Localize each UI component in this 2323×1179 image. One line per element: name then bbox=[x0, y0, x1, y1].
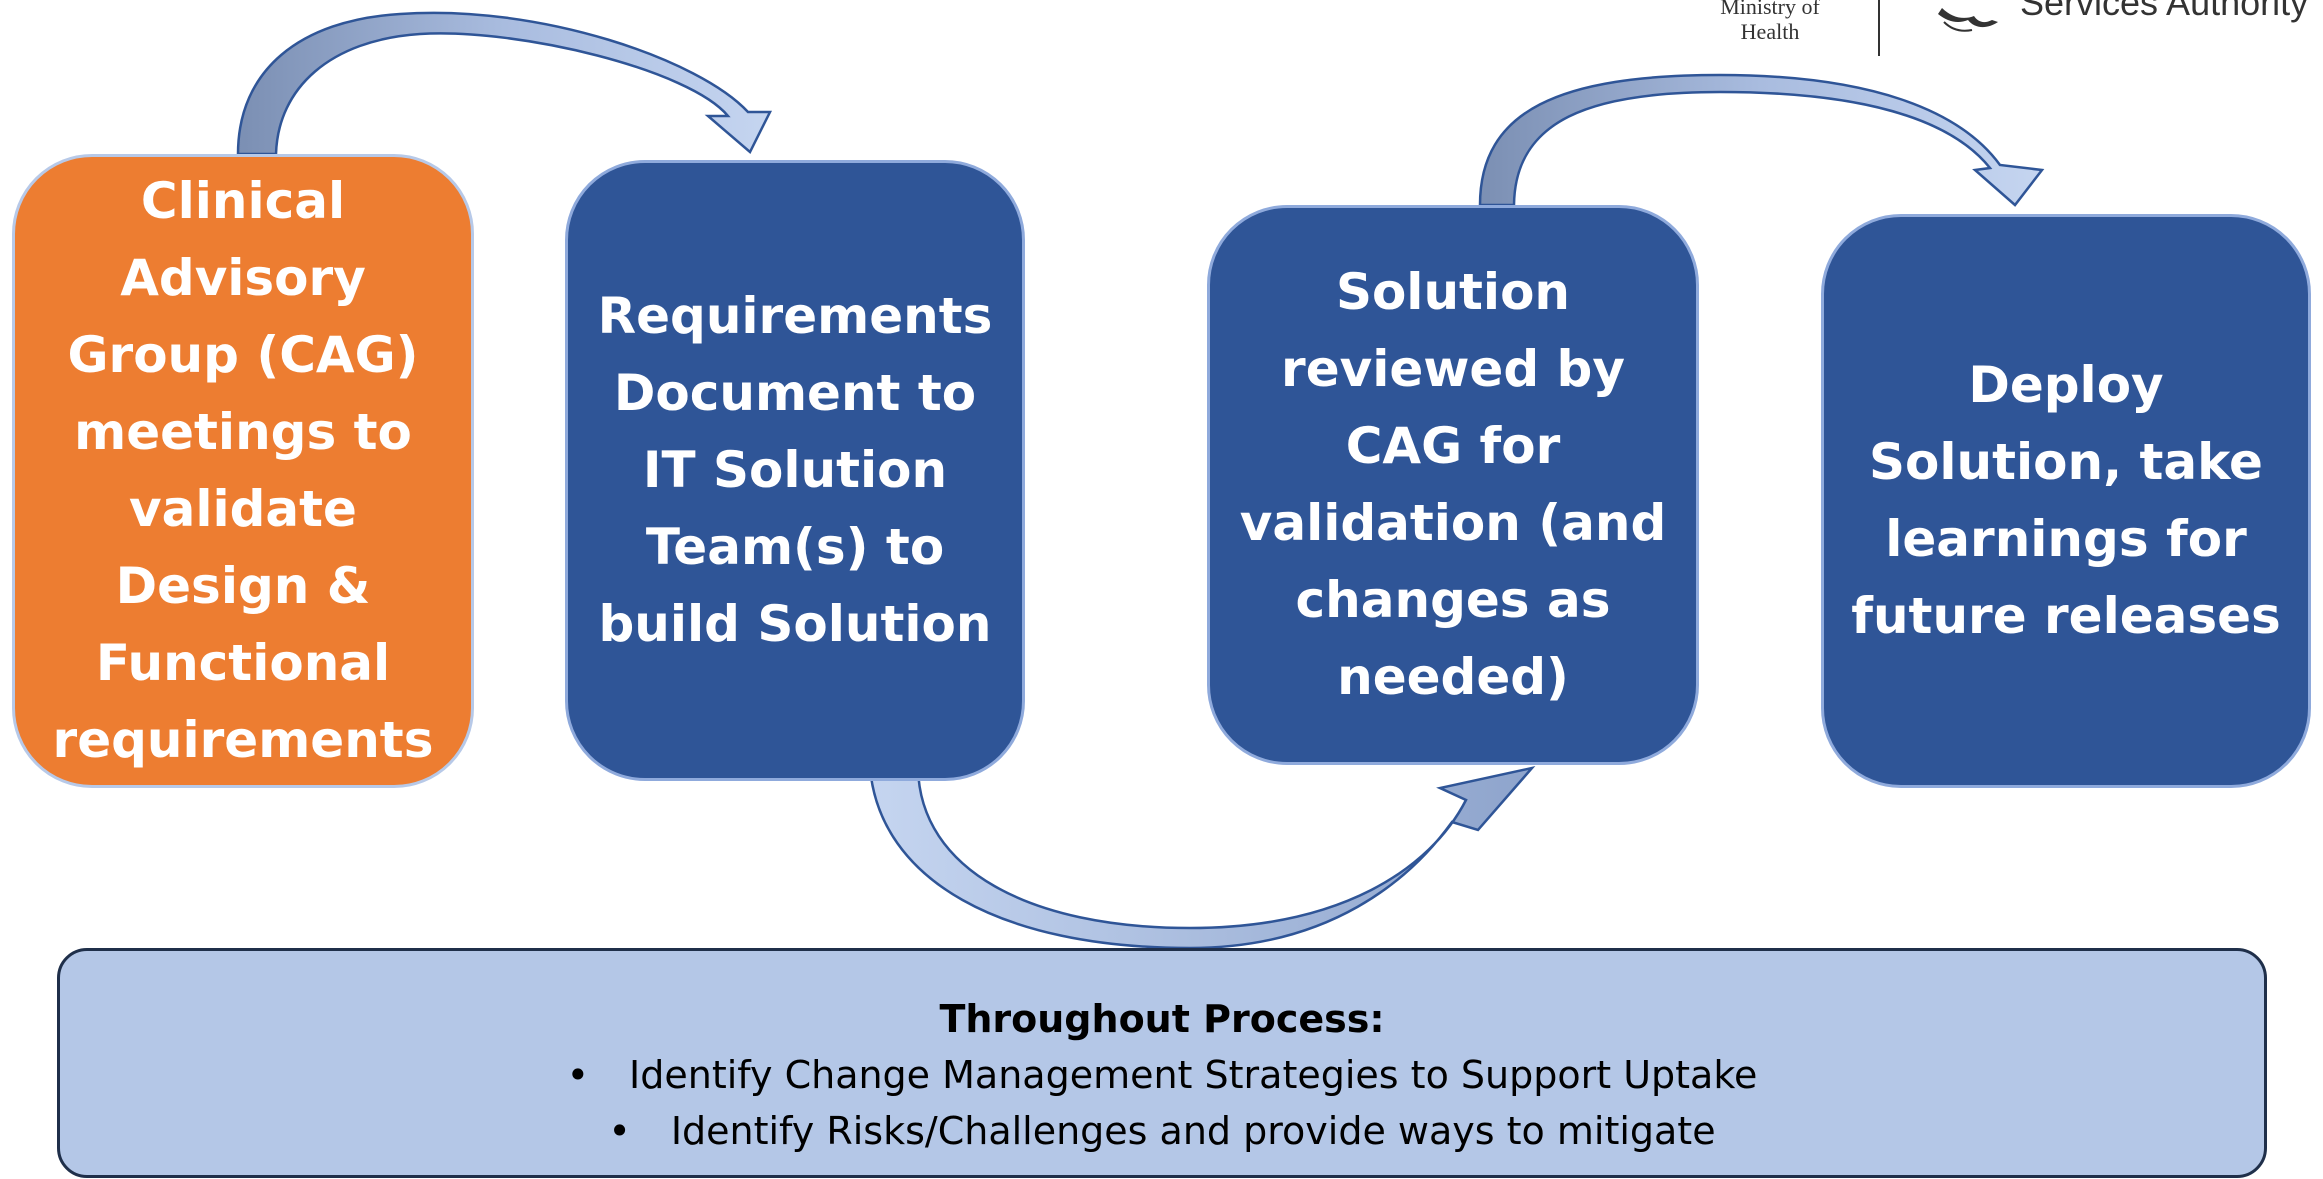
curved-arrow-2-to-3 bbox=[868, 765, 1536, 950]
services-authority-label: Services Authority bbox=[2020, 0, 2309, 23]
curved-arrow-1-to-2 bbox=[236, 11, 773, 156]
list-item: • Identify Risks/Challenges and provide w… bbox=[60, 1103, 2264, 1159]
step-1-line: Design & bbox=[115, 557, 371, 615]
ministry-line: Ministry of bbox=[1720, 0, 1820, 19]
step-4-line: learnings for bbox=[1885, 510, 2247, 568]
step-1-line: Clinical bbox=[140, 172, 346, 230]
step-clinical-advisory-group: Clinical Advisory Group (CAG) meetings t… bbox=[12, 154, 474, 788]
step-4-line: Deploy bbox=[1968, 356, 2164, 414]
step-3-line: CAG for bbox=[1345, 417, 1561, 475]
logo-area: Ministry of Health Services Authority bbox=[1690, 0, 2323, 60]
ministry-line: Health bbox=[1740, 19, 1800, 44]
step-deploy-solution: Deploy Solution, take learnings for futu… bbox=[1821, 214, 2311, 788]
step-2-line: Team(s) to bbox=[645, 518, 945, 576]
throughout-process-panel: Throughout Process: • Identify Change Man… bbox=[57, 948, 2267, 1178]
ministry-of-health-label: Ministry of Health bbox=[1710, 0, 1830, 44]
bullet-icon: • bbox=[608, 1109, 631, 1153]
step-1-line: Functional bbox=[95, 634, 391, 692]
list-item: • Identify Change Management Strategies t… bbox=[60, 1047, 2264, 1103]
step-solution-review: Solution reviewed by CAG for validation … bbox=[1207, 205, 1699, 765]
process-item-text: Identify Risks/Challenges and provide wa… bbox=[670, 1109, 1716, 1153]
step-3-line: validation (and bbox=[1239, 494, 1667, 552]
step-2-line: Document to bbox=[613, 364, 977, 422]
step-2-line: build Solution bbox=[598, 595, 992, 653]
step-requirements-document: Requirements Document to IT Solution Tea… bbox=[565, 160, 1025, 781]
step-1-line: meetings to bbox=[74, 403, 412, 461]
step-3-line: reviewed by bbox=[1281, 340, 1625, 398]
step-2-line: Requirements bbox=[597, 287, 993, 345]
bird-icon bbox=[1938, 8, 1998, 32]
process-item-text: Identify Change Management Strategies to… bbox=[629, 1053, 1758, 1097]
process-title: Throughout Process: bbox=[939, 997, 1385, 1041]
step-1-line: Advisory bbox=[120, 249, 366, 307]
process-list: • Identify Change Management Strategies t… bbox=[60, 1047, 2264, 1159]
step-3-line: needed) bbox=[1337, 648, 1569, 706]
step-3-line: changes as bbox=[1295, 571, 1611, 629]
curved-arrow-3-to-4 bbox=[1478, 73, 2045, 207]
step-1-line: Group (CAG) bbox=[67, 326, 419, 384]
bullet-icon: • bbox=[566, 1053, 590, 1097]
step-2-line: IT Solution bbox=[642, 441, 948, 499]
logo-divider bbox=[1878, 0, 1880, 56]
step-3-line: Solution bbox=[1335, 263, 1571, 321]
step-4-line: Solution, take bbox=[1869, 433, 2263, 491]
step-1-line: validate bbox=[129, 480, 357, 538]
step-1-line: requirements bbox=[52, 711, 434, 769]
step-4-line: future releases bbox=[1851, 587, 2281, 645]
